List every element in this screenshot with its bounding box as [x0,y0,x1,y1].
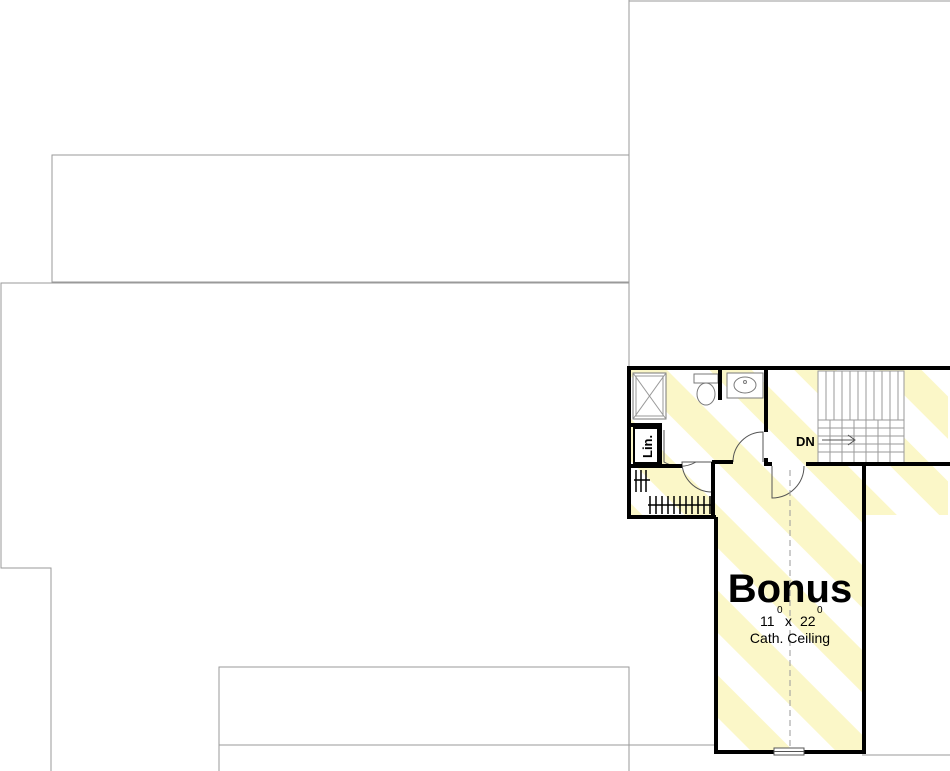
walls [627,366,950,754]
stairs [817,370,905,464]
stair-arrow [822,434,856,446]
room-dimensions: 11 0 x 22 0 [760,605,823,629]
room-title: Bonus [728,567,852,611]
bonus-door-right [771,465,805,499]
ceiling-note: Cath. Ceiling [750,630,830,646]
outline-main-left [0,282,629,771]
dimension-length: 22 [800,613,816,629]
exterior-wall-upper [627,366,950,519]
dimension-width-inches: 0 [777,605,783,616]
linen-label: Lin. [640,435,655,458]
closet-rods [634,470,712,514]
dimension-separator: x [785,613,792,629]
exterior-wall-right-upper [714,462,950,754]
stair-label: DN [796,434,815,449]
bonus-room-fill [716,462,862,750]
linen-closet: Lin. [633,427,659,464]
bonus-window [773,747,805,756]
outline-lower-band [218,666,630,771]
shower [632,372,667,420]
outline-upper-band [51,154,629,283]
dimension-length-inches: 0 [817,605,823,616]
dimension-width: 11 [760,613,775,629]
sink [726,372,764,399]
doors [663,430,805,499]
toilet [693,373,719,406]
bonus-door-left [732,431,764,463]
